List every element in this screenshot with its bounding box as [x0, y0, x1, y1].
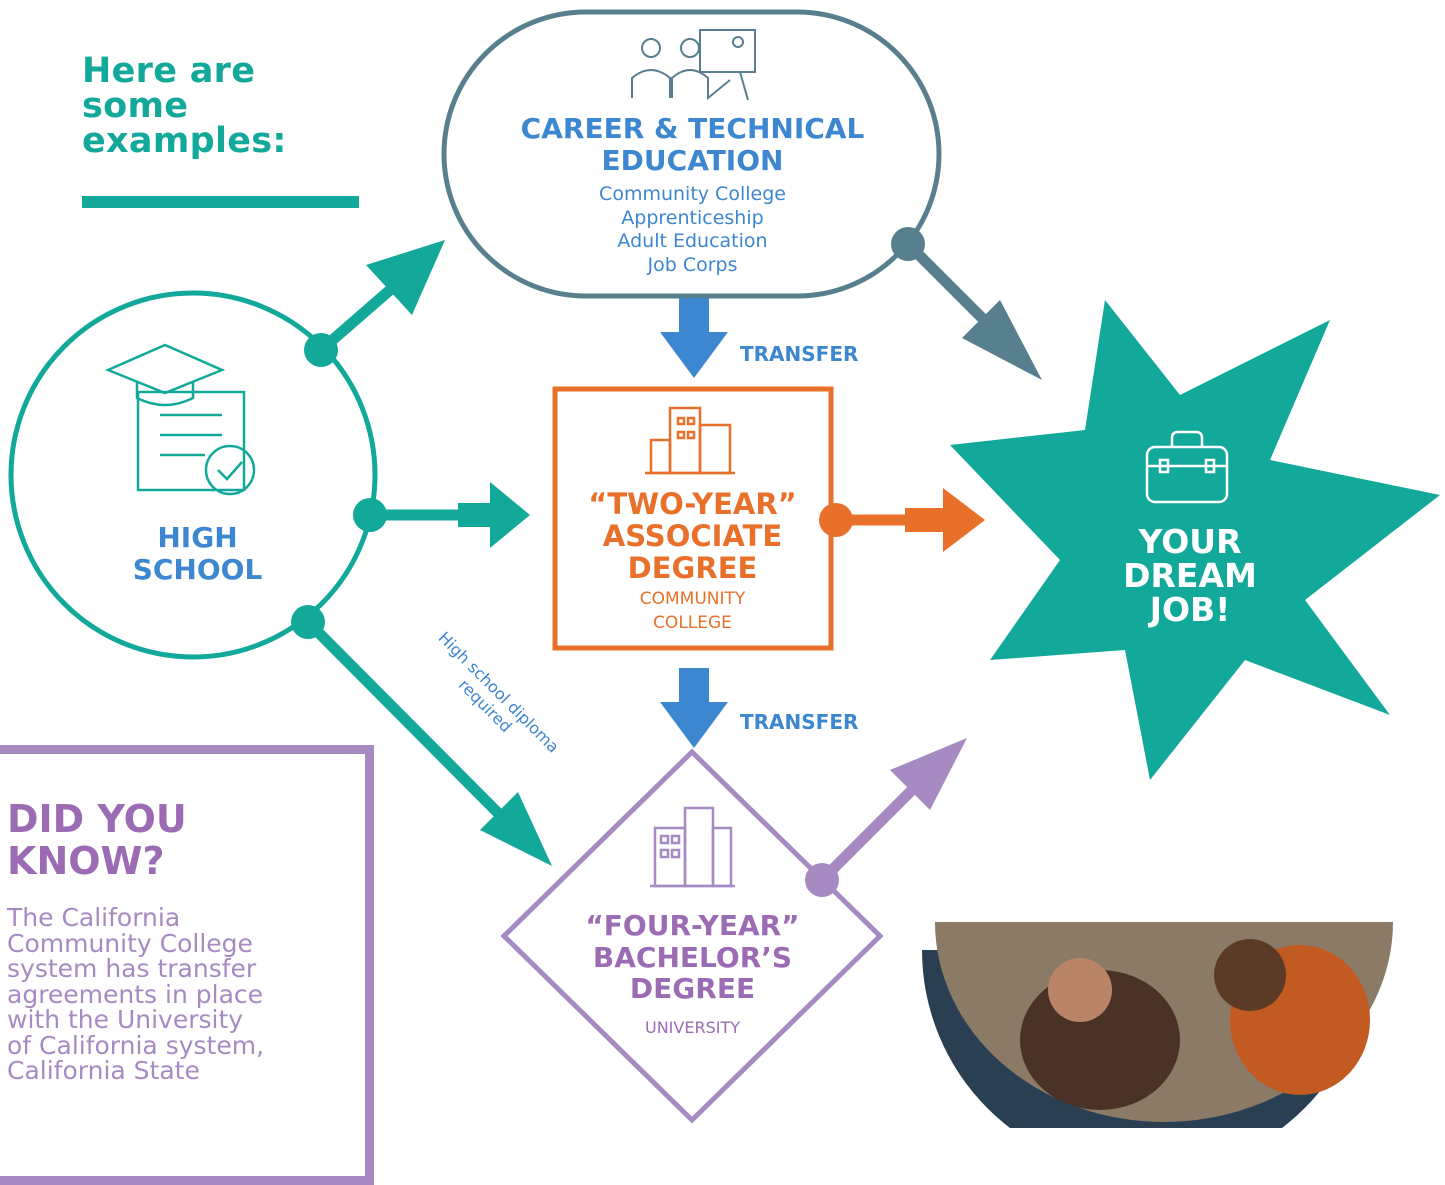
did-you-know-title: DID YOU KNOW? [7, 798, 187, 882]
intro-underline [82, 196, 359, 208]
diploma-certificate-icon [104, 343, 256, 496]
career-option: Apprenticeship [621, 206, 764, 229]
intro-line-3: examples: [82, 121, 287, 161]
pathway-diagram [8, 9, 1440, 1128]
transfer-arrow-1 [660, 298, 728, 378]
bachelor-title-line-3: DEGREE [629, 972, 756, 1005]
high-school-node [8, 290, 378, 660]
arrow-hs-to-associate [353, 482, 530, 548]
intro-line-2: some [82, 86, 189, 126]
dyk-body-line: agreements in place [7, 979, 264, 1009]
students-photo [922, 922, 1393, 1128]
dream-job-label: YOUR DREAM JOB! [1095, 525, 1285, 627]
bachelor-subtitle: UNIVERSITY [645, 1018, 740, 1037]
dyk-body-line: The California [7, 903, 181, 932]
associate-title-line-1: “TWO-YEAR” [588, 487, 797, 521]
associate-title-line-2: ASSOCIATE [602, 519, 783, 553]
dream-job-line-3: JOB! [1149, 590, 1231, 629]
dyk-body-line: system has transfer [7, 954, 257, 983]
intro-line-1: Here are [82, 51, 256, 91]
career-option: Community College [599, 183, 786, 205]
associate-sub-line-1: COMMUNITY [639, 589, 746, 609]
bachelor-title-line-1: “FOUR-YEAR” [585, 909, 800, 942]
high-school-line-1: HIGH [157, 521, 238, 554]
career-options-list: Community College Apprenticeship Adult E… [540, 183, 845, 277]
dyk-title-line-2: KNOW? [7, 839, 165, 883]
briefcase-icon [1145, 430, 1229, 504]
transfer-label: TRANSFER [740, 710, 859, 734]
university-building-icon [650, 806, 735, 888]
arrow-career-to-dream [891, 227, 1042, 380]
dream-job-line-1: YOUR [1138, 522, 1242, 561]
intro-heading: Here are some examples: [82, 54, 342, 159]
classroom-presentation-icon [631, 29, 756, 101]
dyk-body-line: of California system, [7, 1030, 265, 1060]
career-title-line-1: CAREER & TECHNICAL [520, 112, 865, 145]
associate-sub-line-2: COLLEGE [653, 613, 732, 633]
associate-title: “TWO-YEAR” ASSOCIATE DEGREE [565, 488, 820, 584]
transfer-arrow-2 [660, 668, 728, 748]
dyk-body-line: with the University [7, 1005, 244, 1034]
dream-job-line-2: DREAM [1123, 556, 1257, 595]
transfer-label: TRANSFER [740, 342, 859, 366]
arrow-hs-to-career [304, 240, 445, 367]
dream-job-star [950, 300, 1440, 780]
arrow-associate-to-dream [819, 488, 985, 552]
bachelor-title-line-2: BACHELOR’S [592, 940, 793, 974]
city-building-icon [645, 406, 735, 475]
associate-subtitle: COMMUNITY COLLEGE [565, 587, 820, 635]
dyk-title-line-1: DID YOU [7, 797, 187, 841]
career-option: Job Corps [647, 253, 738, 276]
career-technical-node [441, 9, 942, 299]
career-option: Adult Education [617, 230, 768, 252]
dyk-body-line: Community College [7, 928, 253, 958]
career-title-line-2: EDUCATION [601, 144, 784, 177]
associate-title-line-3: DEGREE [627, 551, 758, 585]
arrow-bachelor-to-dream [805, 738, 967, 897]
did-you-know-body: The California Community College system … [7, 905, 357, 1084]
bachelor-title: “FOUR-YEAR” BACHELOR’S DEGREE [540, 910, 845, 1005]
high-school-label: HIGH SCHOOL [110, 522, 285, 586]
high-school-line-2: SCHOOL [132, 553, 263, 586]
career-title: CAREER & TECHNICAL EDUCATION [490, 113, 895, 177]
dyk-body-line: California State [7, 1056, 200, 1085]
arrow-hs-to-bachelor [291, 605, 552, 866]
